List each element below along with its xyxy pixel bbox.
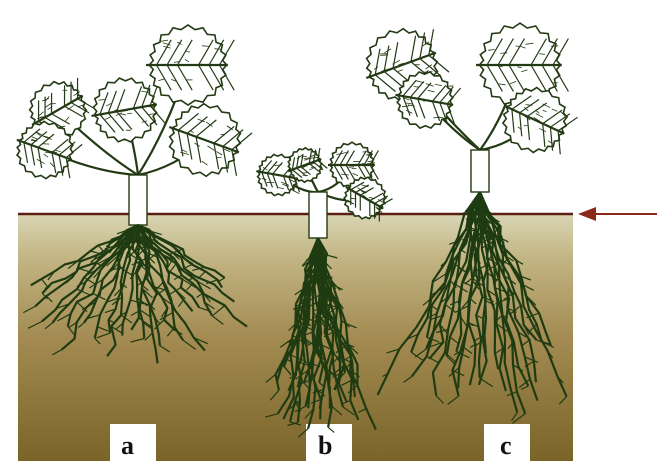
plant-a-crown bbox=[129, 175, 147, 225]
plant-a-leaf-3 bbox=[146, 25, 234, 105]
label-c: c bbox=[500, 431, 512, 460]
arrow-left-icon bbox=[578, 207, 657, 221]
label-b: b bbox=[318, 431, 332, 460]
plant-b-crown bbox=[309, 192, 327, 238]
label-a: a bbox=[121, 431, 134, 460]
plant-c-crown bbox=[471, 150, 489, 192]
